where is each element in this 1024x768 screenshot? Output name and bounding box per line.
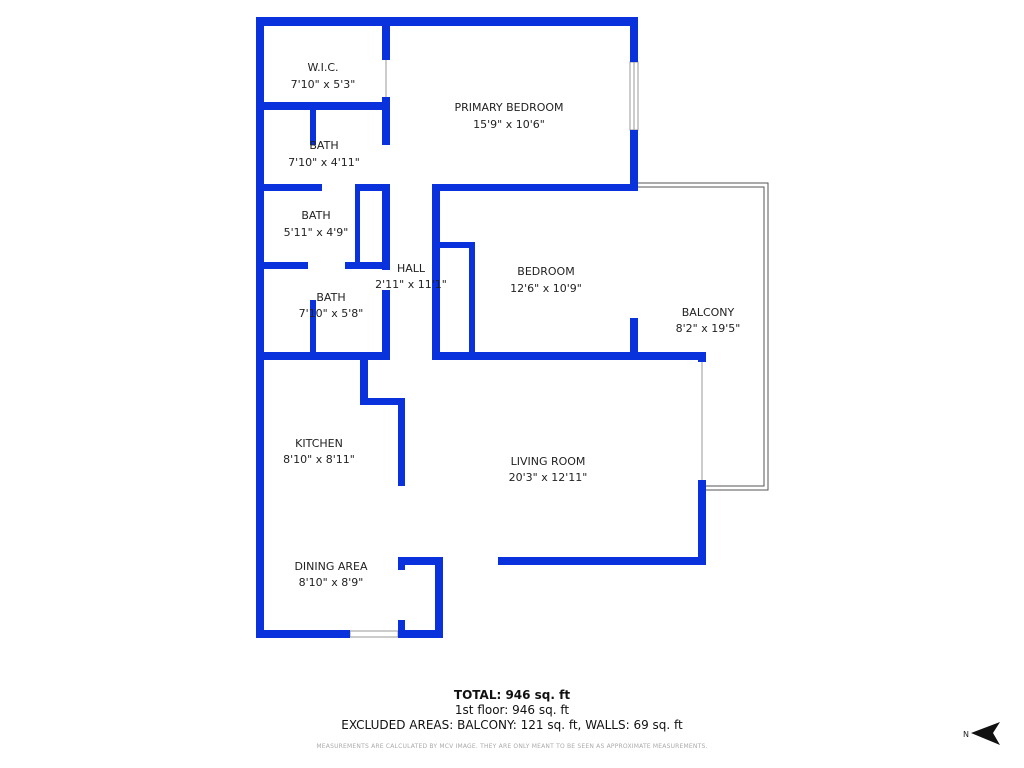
room-bath-2: BATH 5'11" x 4'9" <box>284 209 349 239</box>
room-name: PRIMARY BEDROOM <box>454 101 563 114</box>
room-bath-1: BATH 7'10" x 4'11" <box>288 139 360 169</box>
room-dims: 8'10" x 8'11" <box>283 453 355 466</box>
room-living-room: LIVING ROOM 20'3" x 12'11" <box>509 455 588 484</box>
room-name: BATH <box>301 209 330 222</box>
room-name: BATH <box>309 139 338 152</box>
windows <box>349 60 703 638</box>
room-balcony: BALCONY 8'2" x 19'5" <box>676 306 741 335</box>
room-bedroom: BEDROOM 12'6" x 10'9" <box>510 265 582 295</box>
room-dims: 12'6" x 10'9" <box>510 282 582 295</box>
floor-area: 1st floor: 946 sq. ft <box>454 703 570 717</box>
room-dims: 8'2" x 19'5" <box>676 322 741 335</box>
room-bath-3: BATH 7'10" x 5'8" <box>299 291 364 320</box>
disclaimer: MEASUREMENTS ARE CALCULATED BY MCV IMAGE… <box>316 743 708 750</box>
room-name: HALL <box>397 262 426 275</box>
room-dims: 7'10" x 5'8" <box>299 307 364 320</box>
room-kitchen: KITCHEN 8'10" x 8'11" <box>283 437 355 466</box>
room-dims: 20'3" x 12'11" <box>509 471 588 484</box>
room-dims: 7'10" x 5'3" <box>291 78 356 91</box>
room-dims: 7'10" x 4'11" <box>288 156 360 169</box>
room-dims: 5'11" x 4'9" <box>284 226 349 239</box>
svg-text:N: N <box>963 730 969 739</box>
total-area: TOTAL: 946 sq. ft <box>453 688 571 702</box>
room-name: W.I.C. <box>307 61 338 74</box>
room-name: LIVING ROOM <box>511 455 586 468</box>
room-name: BALCONY <box>682 306 735 319</box>
room-name: KITCHEN <box>295 437 343 450</box>
walls <box>256 17 706 638</box>
room-hall: HALL 2'11" x 11'1" <box>375 262 447 291</box>
room-wic: W.I.C. 7'10" x 5'3" <box>291 61 356 91</box>
room-dims: 2'11" x 11'1" <box>375 278 447 291</box>
room-dims: 15'9" x 10'6" <box>473 118 545 131</box>
room-dining-area: DINING AREA 8'10" x 8'9" <box>294 560 368 589</box>
room-dims: 8'10" x 8'9" <box>299 576 364 589</box>
room-name: BATH <box>316 291 345 304</box>
room-primary-bedroom: PRIMARY BEDROOM 15'9" x 10'6" <box>454 101 563 131</box>
room-name: BEDROOM <box>517 265 574 278</box>
balcony-outline <box>638 182 769 491</box>
room-name: DINING AREA <box>294 560 368 573</box>
north-arrow-icon: N <box>963 722 1000 745</box>
excluded-areas: EXCLUDED AREAS: BALCONY: 121 sq. ft, WAL… <box>341 718 683 732</box>
